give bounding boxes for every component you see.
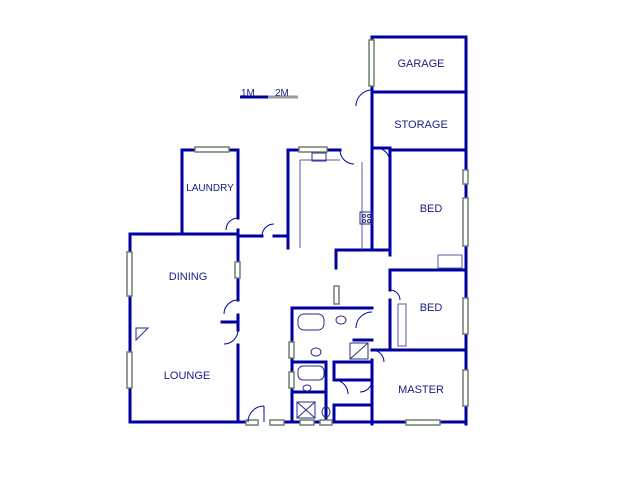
kitchen-sink-icon [311, 152, 327, 162]
windows [126, 39, 469, 426]
bathtub-icon-2 [297, 365, 325, 381]
scale-label-2m: 2M [275, 88, 289, 99]
shower-icon [349, 342, 369, 360]
room-label-laundry: LAUNDRY [186, 183, 234, 194]
bathtub-icon [297, 313, 325, 331]
room-label-garage: GARAGE [397, 58, 444, 70]
fireplace-icon [135, 327, 150, 342]
room-label-dining: DINING [169, 271, 208, 283]
shower-icon-2 [296, 401, 316, 419]
room-label-storage: STORAGE [394, 119, 448, 131]
room-label-bed-1: BED [420, 203, 443, 215]
door-swings [223, 89, 401, 423]
stove-icon [359, 211, 373, 225]
basin-icon [310, 347, 322, 357]
basin-icon-2 [302, 384, 312, 392]
room-labels: GARAGE STORAGE LAUNDRY BED BED DINING LO… [164, 58, 448, 396]
scale-label-1m: 1M [241, 88, 255, 99]
scale-bar: 1M 2M [240, 88, 298, 99]
fixtures [135, 152, 373, 419]
counters [299, 159, 463, 347]
room-label-lounge: LOUNGE [164, 370, 210, 382]
walls [128, 35, 468, 426]
toilet-icon-2 [321, 406, 331, 418]
room-label-master: MASTER [398, 384, 444, 396]
toilet-icon [335, 315, 347, 325]
room-label-bed-2: BED [420, 302, 443, 314]
